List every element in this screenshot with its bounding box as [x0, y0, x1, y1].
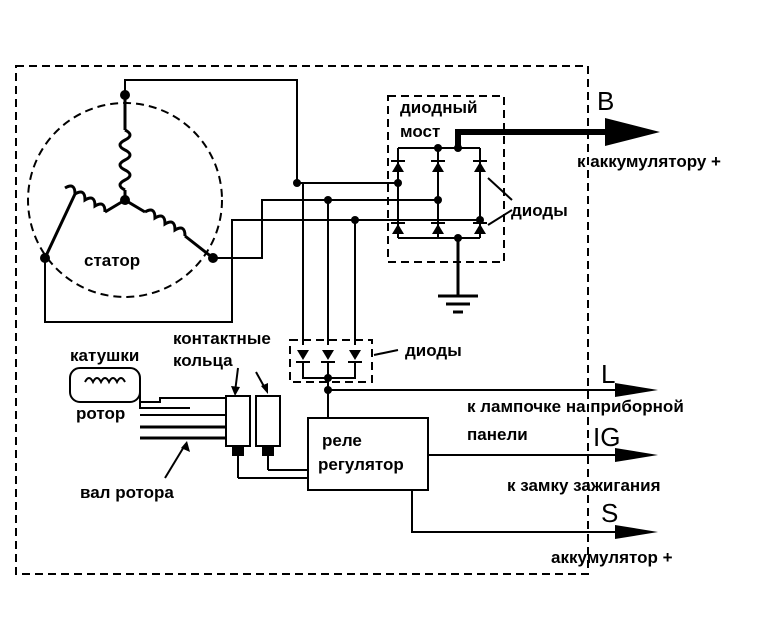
slip-rings-label-line1: контактные: [173, 329, 271, 348]
diode-bridge-label-line1: диодный: [400, 98, 477, 117]
rotor-label: ротор: [76, 404, 125, 423]
slip-rings-label-line2: кольца: [173, 351, 233, 370]
relay-regulator-box: [307, 417, 429, 491]
rotor-coils: [69, 367, 228, 416]
terminal-ig-desc: к замку зажигания: [507, 476, 661, 495]
terminal-s-arrow: [411, 490, 658, 539]
aux-diodes: [289, 183, 399, 418]
ground-symbol: [438, 238, 478, 314]
diode-bridge-box: [387, 95, 505, 263]
stator-output-wires: [44, 79, 480, 323]
diodes-aux-label: диоды: [405, 341, 462, 360]
stator-windings: [40, 90, 218, 263]
terminal-l-arrow: [328, 383, 658, 397]
terminal-s-desc: аккумулятор +: [551, 548, 673, 567]
rotor-shaft: [140, 425, 225, 479]
rotor-shaft-label: вал ротора: [80, 483, 174, 502]
alternator-housing: [15, 65, 589, 575]
terminal-ig-arrow: [428, 448, 658, 462]
relay-label-line2: регулятор: [318, 455, 404, 474]
terminal-b-arrow: [455, 118, 660, 148]
relay-label-line1: реле: [322, 431, 362, 450]
diode-bridge-label-line2: мост: [400, 122, 440, 141]
diodes-main-label: диоды: [511, 201, 568, 220]
terminal-b-name: B: [597, 86, 614, 116]
stator-label: статор: [84, 251, 140, 270]
terminal-l-name: L: [601, 359, 615, 389]
diode-bridge: [391, 144, 513, 242]
terminal-ig-name: IG: [593, 422, 620, 452]
terminal-b-desc: к аккумулятору +: [577, 152, 721, 171]
terminal-l-desc-line2: панели: [467, 425, 528, 444]
terminal-s-name: S: [601, 498, 618, 528]
terminal-l-desc-line1: к лампочке на приборной: [467, 397, 684, 416]
rotor-coils-label: катушки: [70, 346, 139, 365]
slip-rings: [225, 367, 308, 479]
